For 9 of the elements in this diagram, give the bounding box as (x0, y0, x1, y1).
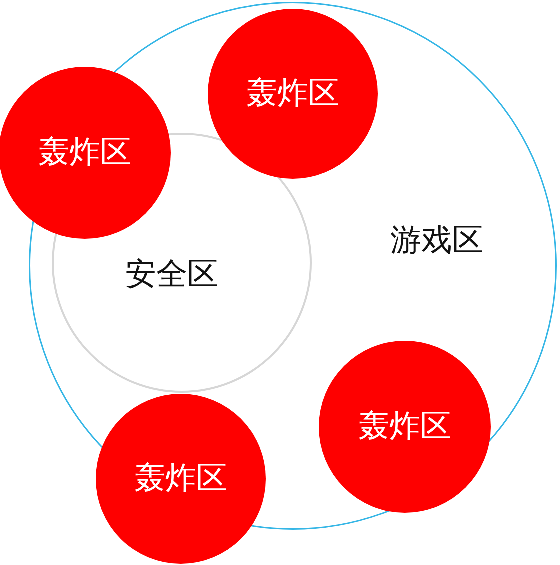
zone-label: 轰炸区 (246, 76, 340, 112)
zone-label: 轰炸区 (38, 136, 132, 170)
blast-zone-circle (96, 394, 266, 564)
zone-label: 安全区 (126, 258, 218, 292)
zone-label: 游戏区 (390, 224, 484, 258)
zone-label: 轰炸区 (134, 462, 228, 496)
zone-label: 轰炸区 (358, 410, 452, 444)
game-area-circle (29, 2, 557, 530)
blast-zone-circle (208, 9, 378, 179)
